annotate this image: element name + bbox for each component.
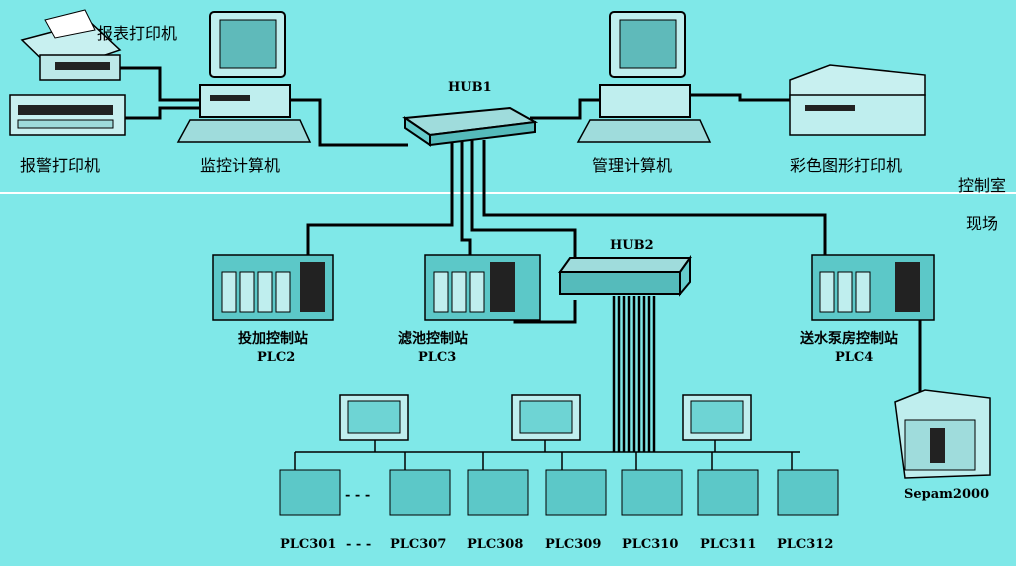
station-plc2-id: PLC2 (257, 350, 296, 365)
field-plc-label: PLC308 (467, 537, 524, 552)
mgmt-pc-label: 管理计算机 (592, 156, 673, 175)
field-plc-modules (279, 469, 839, 516)
field-plc-label: - - - (346, 537, 372, 552)
network-cables (120, 66, 922, 395)
plc3-rack-icon (424, 254, 541, 321)
hmi-panel-3-icon (682, 394, 752, 441)
mgmt-pc-icon (576, 11, 712, 143)
field-plc-label: PLC307 (390, 537, 447, 552)
station-plc2-name: 投加控制站 (238, 331, 308, 347)
hmi-panel-2-icon (511, 394, 581, 441)
field-plc-label: PLC301 (280, 537, 337, 552)
field-label: 现场 (966, 214, 999, 233)
station-plc4-id: PLC4 (835, 350, 874, 365)
plc4-rack-icon (811, 254, 935, 321)
alarm-printer-label: 报警打印机 (20, 156, 101, 175)
control-room-label: 控制室 (958, 176, 1007, 195)
field-plc-label: PLC311 (700, 537, 757, 552)
color-printer-icon (789, 64, 926, 136)
field-plc-label: PLC310 (622, 537, 679, 552)
plc2-rack-icon (212, 254, 334, 321)
field-dots-upper: - - - (345, 488, 371, 503)
hub1-icon (402, 106, 539, 147)
sepam-label: Sepam2000 (904, 487, 990, 502)
monitor-pc-label: 监控计算机 (200, 156, 281, 175)
sepam-device-icon (894, 389, 991, 479)
hub2-icon (558, 254, 692, 297)
report-printer-icon (20, 9, 122, 81)
field-plc-label: PLC312 (777, 537, 834, 552)
alarm-printer-icon (9, 94, 126, 136)
station-plc3-id: PLC3 (418, 350, 457, 365)
field-bus (294, 440, 800, 470)
hub2-bundle (612, 296, 656, 452)
hub2-label: HUB2 (610, 238, 654, 253)
monitor-pc-icon (176, 11, 312, 143)
hub1-label: HUB1 (448, 80, 492, 95)
color-printer-label: 彩色图形打印机 (790, 156, 903, 175)
field-plc-label: PLC309 (545, 537, 602, 552)
hmi-panel-1-icon (339, 394, 409, 441)
station-plc3-name: 滤池控制站 (398, 331, 468, 347)
report-printer-label: 报表打印机 (97, 24, 178, 43)
station-plc4-name: 送水泵房控制站 (800, 331, 898, 347)
